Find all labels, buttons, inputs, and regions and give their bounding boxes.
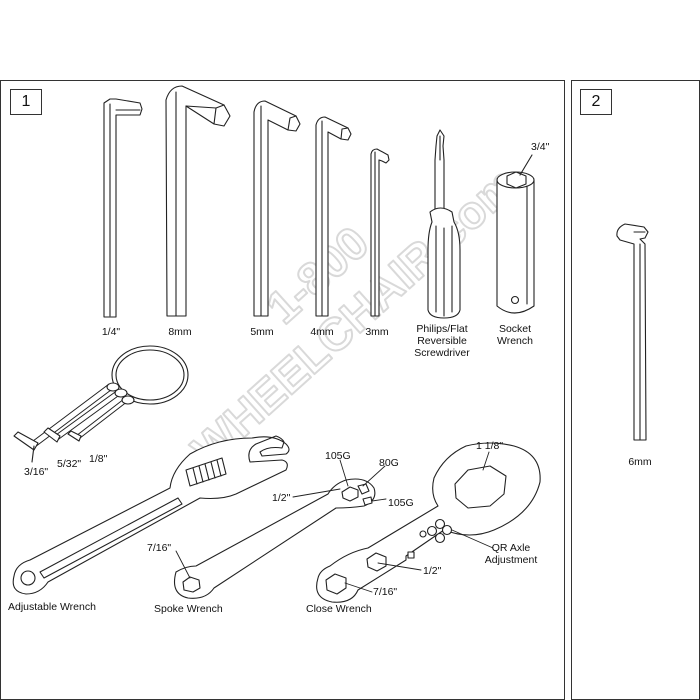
adjustable-wrench-label: Adjustable Wrench	[8, 601, 96, 613]
panel-1	[0, 80, 565, 700]
hex-key-8mm-icon	[165, 85, 231, 317]
socket-wrench-icon	[496, 154, 535, 314]
hex-key-3mm-label: 3mm	[365, 326, 389, 338]
hex-key-3mm-icon	[370, 148, 390, 317]
watermark-logo: 1-800 WHEELCHAIR.com	[181, 156, 529, 477]
qr-axle-label: QR Axle Adjustment	[484, 542, 538, 566]
socket-wrench-label: Socket Wrench	[497, 323, 533, 347]
hex-key-3-16-label: 3/16"	[24, 466, 49, 478]
socket-size-label: 3/4"	[531, 141, 550, 153]
spoke-wrench-label: Spoke Wrench	[154, 603, 223, 615]
panel-2-number: 2	[580, 89, 612, 115]
hex-key-1-4-icon	[103, 98, 143, 318]
spoke-80g-label: 80G	[379, 457, 399, 469]
spoke-105g-right-label: 105G	[388, 497, 414, 509]
hex-key-5-32-label: 5/32"	[57, 458, 82, 470]
leader-lines	[175, 451, 494, 593]
panel-1-number: 1	[10, 89, 42, 115]
spoke-1-2-label: 1/2"	[272, 492, 291, 504]
screwdriver-label: Philips/Flat Reversible Screwdriver	[414, 323, 470, 359]
hex-key-5mm-icon	[253, 100, 301, 317]
close-7-16-label: 7/16"	[373, 586, 398, 598]
hex-key-6mm-label: 6mm	[628, 456, 652, 468]
hex-key-4mm-icon	[315, 116, 352, 317]
close-1-1-8-label: 1 1/8"	[476, 440, 504, 452]
spoke-wrench-icon	[173, 478, 376, 599]
spoke-7-16-label: 7/16"	[147, 542, 172, 554]
close-wrench-icon	[316, 442, 541, 603]
hex-key-6mm-icon	[616, 223, 649, 441]
spoke-105g-top-label: 105G	[325, 450, 351, 462]
hex-key-1-4-label: 1/4"	[101, 326, 121, 338]
hex-key-1-8-label: 1/8"	[89, 453, 108, 465]
watermark-line2: WHEELCHAIR.com	[182, 157, 528, 476]
hex-key-8mm-label: 8mm	[168, 326, 192, 338]
screwdriver-icon	[427, 129, 461, 319]
hex-key-ring-icon	[13, 345, 189, 463]
close-wrench-label: Close Wrench	[306, 603, 372, 615]
adjustable-wrench-icon	[12, 435, 290, 595]
close-1-2-label: 1/2"	[423, 565, 442, 577]
hex-key-5mm-label: 5mm	[250, 326, 274, 338]
hex-key-4mm-label: 4mm	[310, 326, 334, 338]
